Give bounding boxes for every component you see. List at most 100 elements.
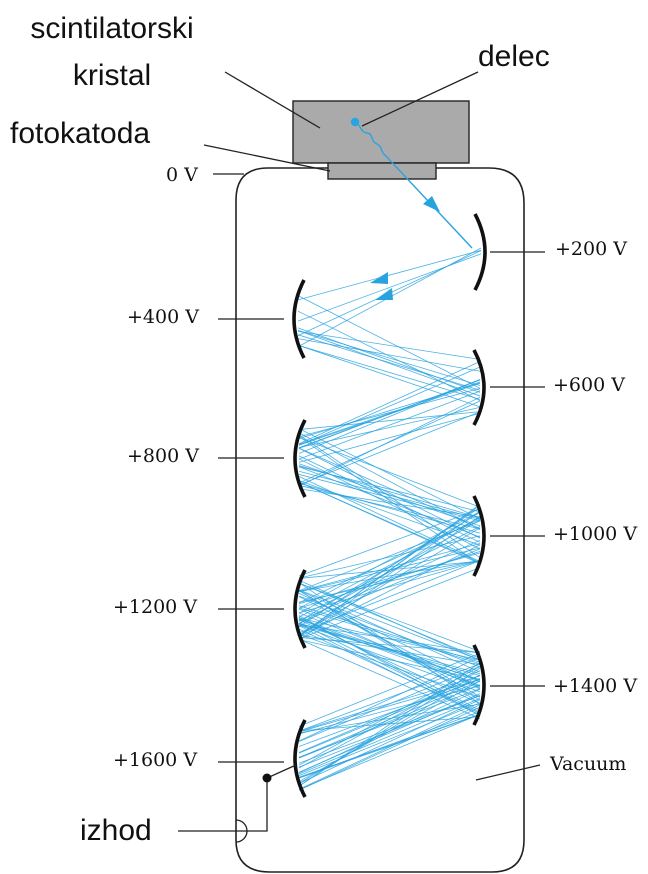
dynode-7 <box>472 644 486 726</box>
electron-ray <box>298 476 481 563</box>
particle-label: delec <box>478 40 550 73</box>
electron-ray <box>297 330 481 397</box>
electron-ray <box>297 327 481 393</box>
electron-ray <box>298 652 481 727</box>
scintillator-crystal <box>292 100 470 164</box>
dynode-4 <box>293 419 307 498</box>
electron-ray <box>298 663 481 732</box>
dynode-voltage-label-5: +1000 V <box>553 523 637 545</box>
dynode-group <box>292 213 487 798</box>
electron-ray <box>297 310 481 401</box>
electron-ray <box>298 596 481 689</box>
electron-ray <box>298 560 481 592</box>
electron-ray <box>298 674 481 784</box>
electron-ray <box>298 589 481 661</box>
electron-ray <box>298 666 481 766</box>
electron-ray <box>298 567 481 640</box>
electron-ray <box>298 697 481 775</box>
output-node <box>262 773 272 783</box>
voltage-lead-lines <box>218 251 545 763</box>
electron-ray <box>298 447 481 539</box>
dynode-5 <box>472 495 486 577</box>
electron-ray <box>298 605 481 663</box>
electron-ray <box>297 249 482 301</box>
electron-ray <box>298 510 481 637</box>
particle-leader <box>361 71 479 127</box>
scintillator-label-line1: scintilatorski <box>30 12 193 45</box>
electron-ray <box>298 607 481 665</box>
electron-ray <box>298 411 481 430</box>
electron-ray <box>298 699 481 784</box>
electron-ray <box>298 560 481 579</box>
electron-ray <box>298 481 481 565</box>
electron-ray <box>298 618 481 681</box>
electron-ray <box>298 544 481 638</box>
electron-ray <box>298 434 481 559</box>
electron-ray <box>298 592 481 683</box>
voltage-label-group: +200 V+400 V+600 V+800 V+1000 V+1200 V+1… <box>113 238 637 771</box>
electron-ray <box>298 665 481 742</box>
electron-ray <box>298 713 481 790</box>
electron-ray <box>297 334 481 391</box>
electron-ray <box>298 535 481 579</box>
scintillator-leader <box>224 71 321 129</box>
photon-wavy-path <box>354 121 473 249</box>
electron-ray <box>298 693 481 773</box>
electron-ray <box>298 412 481 463</box>
electron-ray <box>297 344 481 408</box>
electron-ray <box>298 539 481 622</box>
electron-ray <box>298 455 481 543</box>
electron-ray <box>298 518 481 604</box>
electron-ray <box>298 695 481 768</box>
electron-ray <box>298 396 481 487</box>
electron-ray <box>297 253 482 322</box>
electron-arrowhead-2 <box>375 288 393 300</box>
electron-ray <box>298 508 481 577</box>
photon-arrowhead <box>423 196 440 212</box>
zero-v-label: 0 V <box>166 164 198 186</box>
vacuum-tube-outline <box>235 167 525 873</box>
ground-symbol <box>235 819 248 843</box>
electron-ray <box>298 680 481 759</box>
electron-ray <box>298 582 481 659</box>
electron-ray <box>298 474 481 522</box>
dynode-voltage-label-6: +1200 V <box>113 596 197 618</box>
electron-ray <box>298 638 481 719</box>
electron-ray <box>298 702 481 777</box>
scintillator-label-line2: kristal <box>73 59 151 92</box>
electron-ray <box>298 484 481 530</box>
dynode-2 <box>292 279 306 359</box>
electron-ray <box>298 582 481 653</box>
electron-ray <box>298 436 481 566</box>
vacuum-label: Vacuum <box>549 753 626 775</box>
electron-ray <box>298 379 481 449</box>
dynode-1 <box>473 213 487 291</box>
electron-ray <box>298 714 481 779</box>
electron-ray <box>298 480 481 546</box>
electron-ray <box>298 428 481 520</box>
electron-arrowhead-1 <box>370 272 388 284</box>
electron-ray <box>298 703 481 734</box>
dynode-3 <box>472 349 486 426</box>
electron-ray <box>298 436 481 508</box>
electron-ray <box>297 330 481 386</box>
electron-ray <box>298 390 481 460</box>
dynode-voltage-label-8: +1600 V <box>113 749 197 771</box>
electron-ray <box>298 387 481 438</box>
electron-ray <box>298 488 481 518</box>
photocathode-leader <box>203 144 331 172</box>
electron-ray <box>298 637 481 654</box>
electron-ray <box>297 330 481 360</box>
dynode-voltage-label-1: +200 V <box>555 238 627 260</box>
electron-ray <box>298 706 481 791</box>
electron-ray <box>298 560 481 634</box>
output-wire <box>178 764 297 832</box>
electron-ray <box>297 295 481 389</box>
dynode-voltage-label-2: +400 V <box>127 306 199 328</box>
vacuum-leader <box>475 764 541 781</box>
electron-ray <box>298 679 481 747</box>
electron-ray <box>298 615 481 716</box>
electron-ray <box>298 639 481 681</box>
